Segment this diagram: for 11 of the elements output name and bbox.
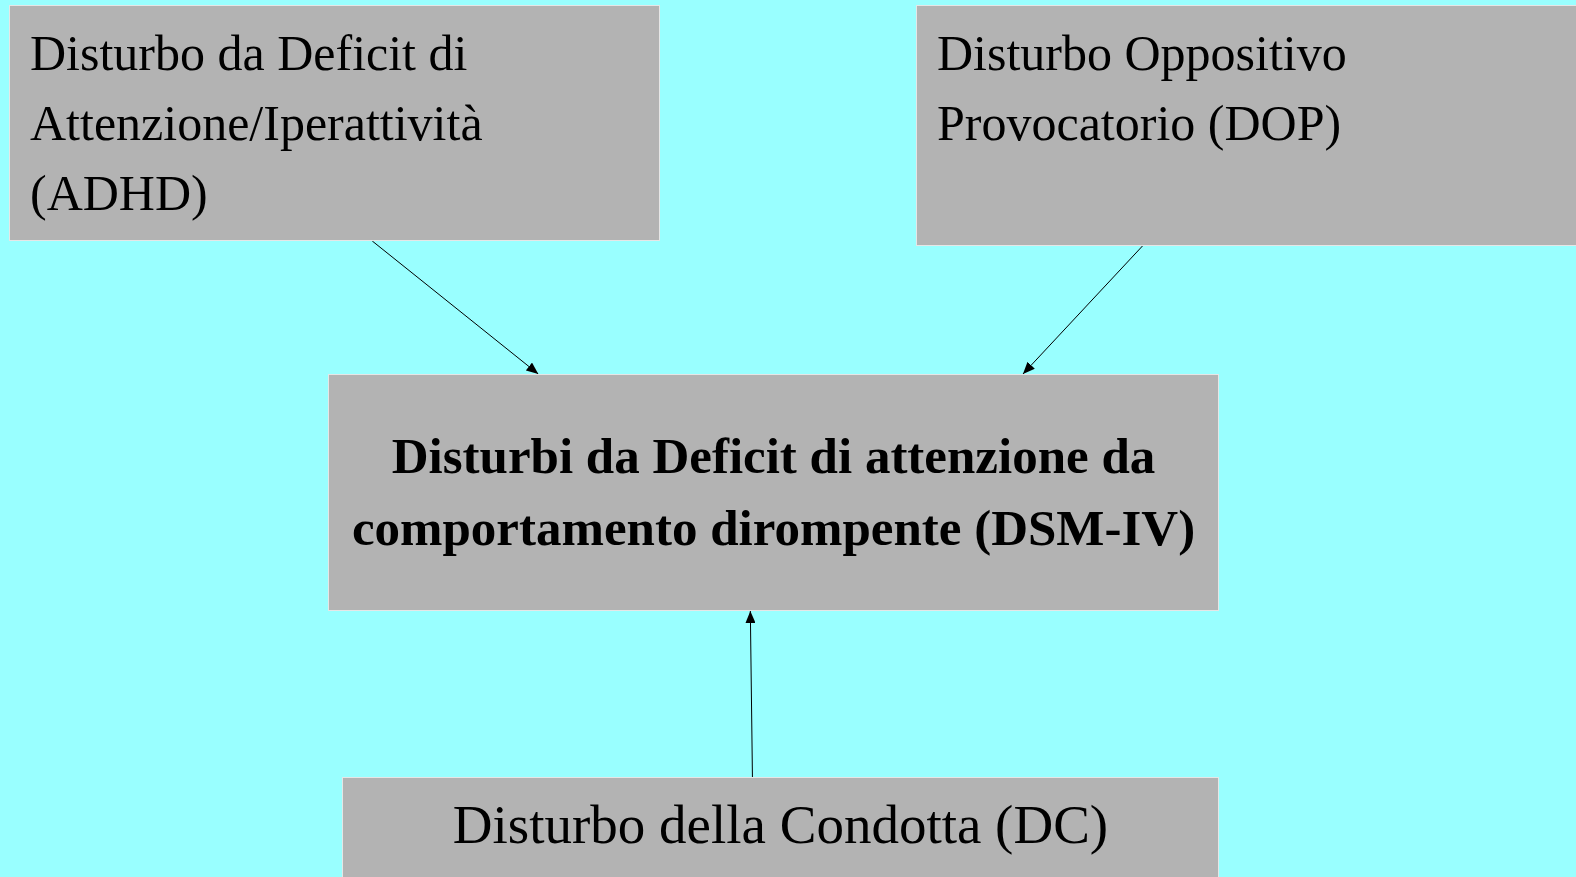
arrow	[745, 610, 756, 778]
process-box	[328, 374, 1219, 611]
box-text: Disturbi da Deficit di attenzione da comportamento dirompente (DSM-IV)	[350, 427, 1197, 558]
box-text: Disturbo Oppositivo Provocatorio (DOP)	[937, 24, 1348, 153]
arrow	[371, 240, 539, 375]
process-box	[9, 5, 660, 241]
box-text: Disturbo della Condotta (DC)	[451, 793, 1110, 857]
arrow	[1022, 245, 1143, 375]
process-box	[916, 5, 1576, 246]
process-box	[342, 777, 1219, 877]
box-text: Disturbo da Deficit di Attenzione/Iperattività (ADHD)	[30, 24, 484, 223]
